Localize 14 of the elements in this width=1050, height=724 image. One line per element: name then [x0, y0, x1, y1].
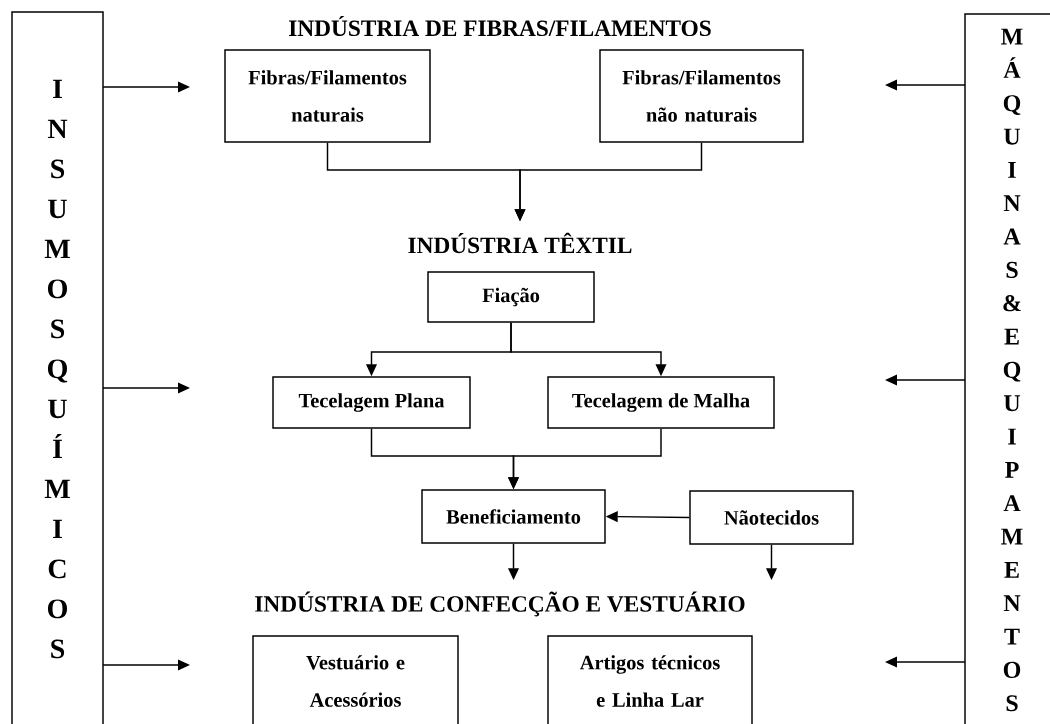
process-box: Tecelagem de Malha [547, 376, 775, 429]
heading: INDÚSTRIA DE FIBRAS/FILAMENTOS [289, 15, 711, 37]
section-heading: INDÚSTRIA TÊXTIL [408, 232, 632, 254]
side-box: MÁQUINAS & EQUIPAMENTOS [964, 13, 1050, 724]
process-box: Beneficiamento [421, 489, 606, 544]
process-box: Tecelagem Plana [272, 376, 471, 429]
process-box: Vestuário e Acessórios [252, 635, 459, 724]
process-box: Nãotecidos [689, 490, 854, 545]
side-box: INSUMOS QUÍMICOS [11, 11, 104, 724]
process-box: Artigos técnicos e Linha Lar [547, 635, 753, 724]
process-box: Fibras/Filamentos não naturais [599, 49, 804, 143]
process-box: Fiação [427, 271, 595, 323]
section-heading: INDÚSTRIA DE CONFECÇÃO E VESTUÁRIO [255, 591, 745, 617]
process-box: Fibras/Filamentos naturais [224, 49, 431, 143]
